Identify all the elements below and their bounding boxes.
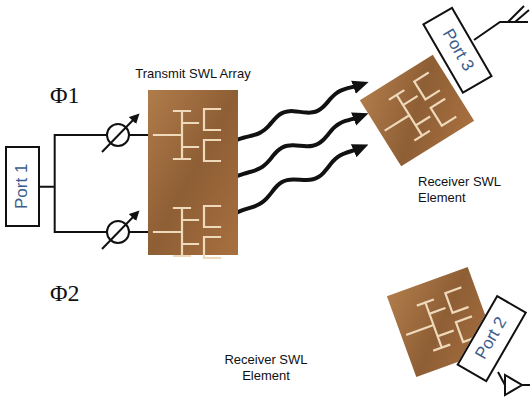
antenna-symbol xyxy=(515,10,529,22)
port-box: Port 1 xyxy=(5,146,40,227)
amplifier-wire xyxy=(498,372,505,385)
resonator-trace xyxy=(154,109,220,161)
board-photo xyxy=(148,90,238,255)
phase-shifter-arrow xyxy=(102,214,136,249)
element-caption: Receiver SWL Element xyxy=(418,174,518,205)
antenna-symbol xyxy=(508,6,524,22)
amplifier-symbol xyxy=(505,375,522,395)
resonator-trace xyxy=(372,73,456,152)
wave-arrow xyxy=(238,116,362,176)
antenna-photo: Transmit SWL Array xyxy=(148,90,238,255)
resonator-trace xyxy=(154,206,220,258)
port-label: Port 3 xyxy=(439,26,478,75)
wave-arrow xyxy=(238,84,362,139)
phase-label: Φ2 xyxy=(50,280,80,307)
wave-arrow xyxy=(238,147,362,212)
phase-label: Φ1 xyxy=(50,82,80,109)
port-label: Port 1 xyxy=(13,164,32,209)
amplifier-wire xyxy=(522,384,530,386)
phase-shifter-arrow xyxy=(102,117,136,152)
antenna-wire xyxy=(474,22,528,40)
element-caption: Receiver SWL Element xyxy=(210,352,322,383)
copper-board xyxy=(148,90,238,255)
element-caption: Transmit SWL Array xyxy=(118,66,268,82)
